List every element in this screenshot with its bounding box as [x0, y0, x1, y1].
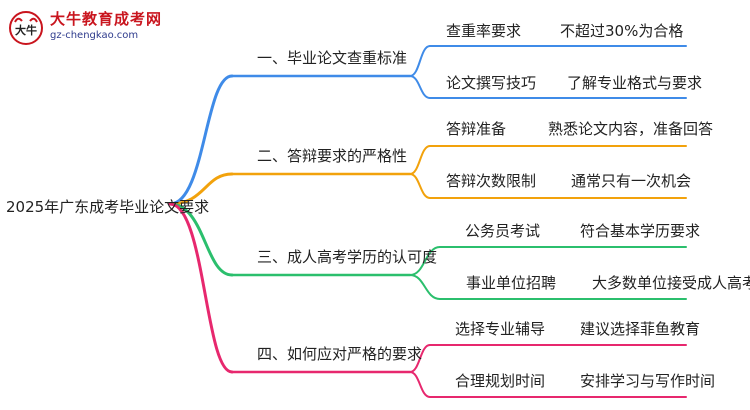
leaf-2-1: 答辩准备 [446, 120, 507, 138]
leaf-connector-4-1 [409, 344, 431, 373]
leaf-1-1: 查重率要求 [446, 22, 522, 40]
logo: 大牛 大牛教育成考网 gz-chengkao.com [4, 4, 194, 50]
leaf-2-1-detail: 熟悉论文内容，准备回答 [548, 120, 714, 138]
root-connector-4 [168, 202, 234, 374]
leaf-3-1-detail: 符合基本学历要求 [580, 222, 701, 240]
branch-2: 二、答辩要求的严格性 [257, 147, 408, 165]
leaf-4-1: 选择专业辅导 [455, 320, 546, 338]
leaf-1-2: 论文撰写技巧 [446, 74, 537, 92]
branch-1: 一、毕业论文查重标准 [257, 49, 408, 67]
leaf-connector-3-1 [409, 246, 441, 276]
root-connector-2 [168, 172, 234, 206]
logo-url: gz-chengkao.com [50, 30, 139, 41]
leaf-1-1-detail: 不超过30%为合格 [560, 22, 684, 40]
root-connector-1 [168, 74, 234, 206]
leaf-connector-1-2 [409, 75, 431, 99]
branch-4: 四、如何应对严格的要求 [257, 345, 423, 363]
leaf-connector-3-2 [409, 274, 441, 300]
leaf-2-2-detail: 通常只有一次机会 [571, 172, 692, 190]
branch-3: 三、成人高考学历的认可度 [257, 248, 438, 266]
root-topic: 2025年广东成考毕业论文要求 [6, 198, 210, 216]
leaf-4-2: 合理规划时间 [455, 372, 546, 390]
leaf-3-2: 事业单位招聘 [466, 274, 557, 292]
leaf-2-2: 答辩次数限制 [446, 172, 537, 190]
leaf-4-1-detail: 建议选择菲鱼教育 [580, 320, 701, 338]
leaf-connector-1-1 [409, 45, 431, 77]
leaf-connector-4-2 [409, 371, 431, 398]
logo-name: 大牛教育成考网 [50, 10, 163, 28]
logo-mark-text: 大牛 [15, 23, 37, 37]
leaf-connector-2-2 [409, 173, 431, 199]
bull-logo-icon: 大牛 [9, 11, 43, 45]
leaf-4-2-detail: 安排学习与写作时间 [580, 372, 716, 390]
root-connector-3 [168, 202, 234, 277]
leaf-3-2-detail: 大多数单位接受成人高考学历 [592, 274, 750, 292]
leaf-connector-2-1 [409, 145, 431, 175]
leaf-1-2-detail: 了解专业格式与要求 [567, 74, 703, 92]
leaf-3-1: 公务员考试 [465, 222, 541, 240]
